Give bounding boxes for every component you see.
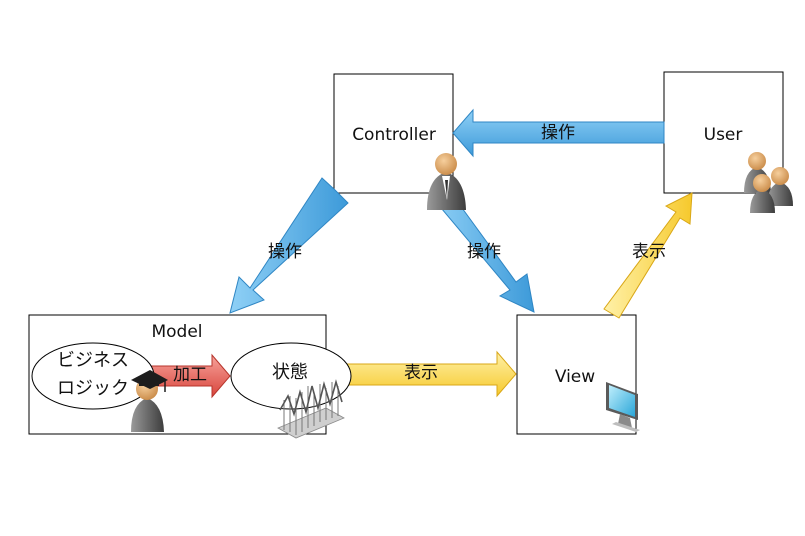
business-person-icon (427, 153, 466, 210)
controller-to-model-label: 操作 (268, 242, 302, 262)
state-ellipse (230, 342, 352, 410)
view-to-user-label: 表示 (632, 242, 666, 262)
controller-to-view-label: 操作 (467, 242, 501, 262)
user-to-controller-label: 操作 (541, 123, 575, 143)
model-to-view-arrow (329, 350, 517, 398)
model-label: Model (151, 322, 202, 342)
user-group-icon (744, 152, 793, 213)
view-label: View (555, 367, 595, 387)
model-to-view-label: 表示 (404, 363, 438, 383)
user-label: User (704, 125, 743, 145)
state-label: 状態 (272, 362, 308, 383)
business-logic-label-line2: ロジック (57, 378, 129, 399)
view-box (516, 314, 637, 435)
view-to-user-arrow (603, 192, 693, 319)
chart-data-icon (277, 379, 345, 439)
monitor-icon (606, 382, 640, 432)
user-to-controller-arrow (452, 108, 665, 158)
controller-box (333, 73, 454, 194)
logic-to-state-arrow (149, 353, 231, 399)
logic-to-state-label: 加工 (173, 365, 207, 385)
controller-label: Controller (352, 125, 436, 145)
business-logic-label-line1: ビジネス (57, 350, 129, 371)
graduate-person-icon (131, 370, 168, 432)
controller-to-model-arrow (229, 177, 349, 314)
